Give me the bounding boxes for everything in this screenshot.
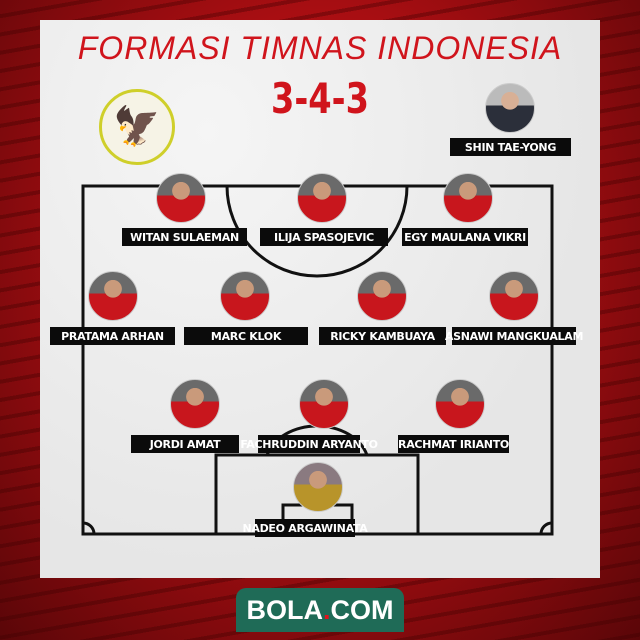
player-name: PRATAMA ARHAN: [50, 327, 175, 345]
coach-photo: [485, 83, 535, 133]
bola-com-logo: BOLA.COM: [236, 588, 404, 632]
player-photo: [170, 379, 220, 429]
player-name: FACHRUDDIN ARYANTO: [240, 435, 378, 453]
player-photo: [443, 173, 493, 223]
garuda-emblem-icon: 🦅: [99, 89, 175, 165]
player-name: EGY MAULANA VIKRI: [402, 228, 528, 246]
player-name: NADEO ARGAWINATA: [242, 519, 368, 537]
goalkeeper-photo: [293, 462, 343, 512]
player-name: RICKY KAMBUAYA: [319, 327, 446, 345]
player-name: JORDI AMAT: [131, 435, 239, 453]
player-name: ILIJA SPASOJEVIC: [260, 228, 388, 246]
player-photo: [489, 271, 539, 321]
player-name: ASNAWI MANGKUALAM: [445, 327, 583, 345]
player-photo: [297, 173, 347, 223]
player-photo: [299, 379, 349, 429]
player-name: RACHMAT IRIANTO: [398, 435, 509, 453]
player-photo: [435, 379, 485, 429]
formation-label: 3-4-3: [270, 74, 370, 123]
player-photo: [88, 271, 138, 321]
player-photo: [357, 271, 407, 321]
coach-name: SHIN TAE-YONG: [450, 138, 571, 156]
player-name: MARC KLOK: [184, 327, 308, 345]
page-title: FORMASI TIMNAS INDONESIA: [77, 30, 563, 66]
player-photo: [220, 271, 270, 321]
player-photo: [156, 173, 206, 223]
player-name: WITAN SULAEMAN: [122, 228, 247, 246]
